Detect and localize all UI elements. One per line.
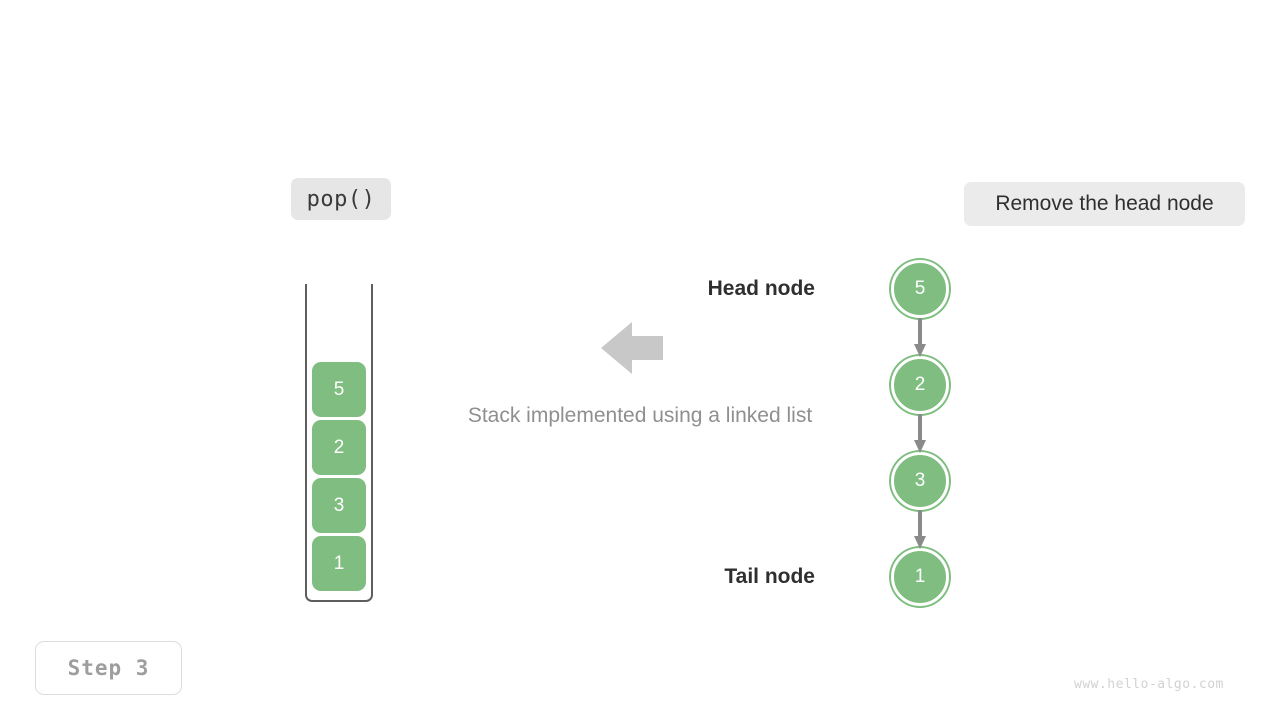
stack-container: [305, 284, 373, 602]
stack-cell: 1: [312, 536, 366, 591]
stack-cell: 5: [312, 362, 366, 417]
stack-cell: 3: [312, 478, 366, 533]
linked-list-node: 3: [891, 452, 949, 510]
step-badge: Step 3: [35, 641, 182, 695]
watermark: www.hello-algo.com: [1074, 677, 1224, 692]
description-label: Remove the head node: [964, 182, 1245, 226]
tail-node-label: Tail node: [724, 565, 815, 588]
head-node-label: Head node: [707, 277, 815, 300]
arrow-down-icon: [914, 510, 926, 549]
diagram-caption: Stack implemented using a linked list: [467, 404, 813, 427]
stack-cell-list: 5 2 3 1: [312, 362, 366, 598]
linked-list-node: 1: [891, 548, 949, 606]
arrow-down-icon: [914, 318, 926, 357]
arrow-down-icon: [914, 414, 926, 453]
linked-list-node: 2: [891, 356, 949, 414]
operation-label: pop(): [291, 178, 391, 220]
linked-list-node: 5: [891, 260, 949, 318]
arrow-left-icon: [601, 322, 663, 374]
stack-cell: 2: [312, 420, 366, 475]
